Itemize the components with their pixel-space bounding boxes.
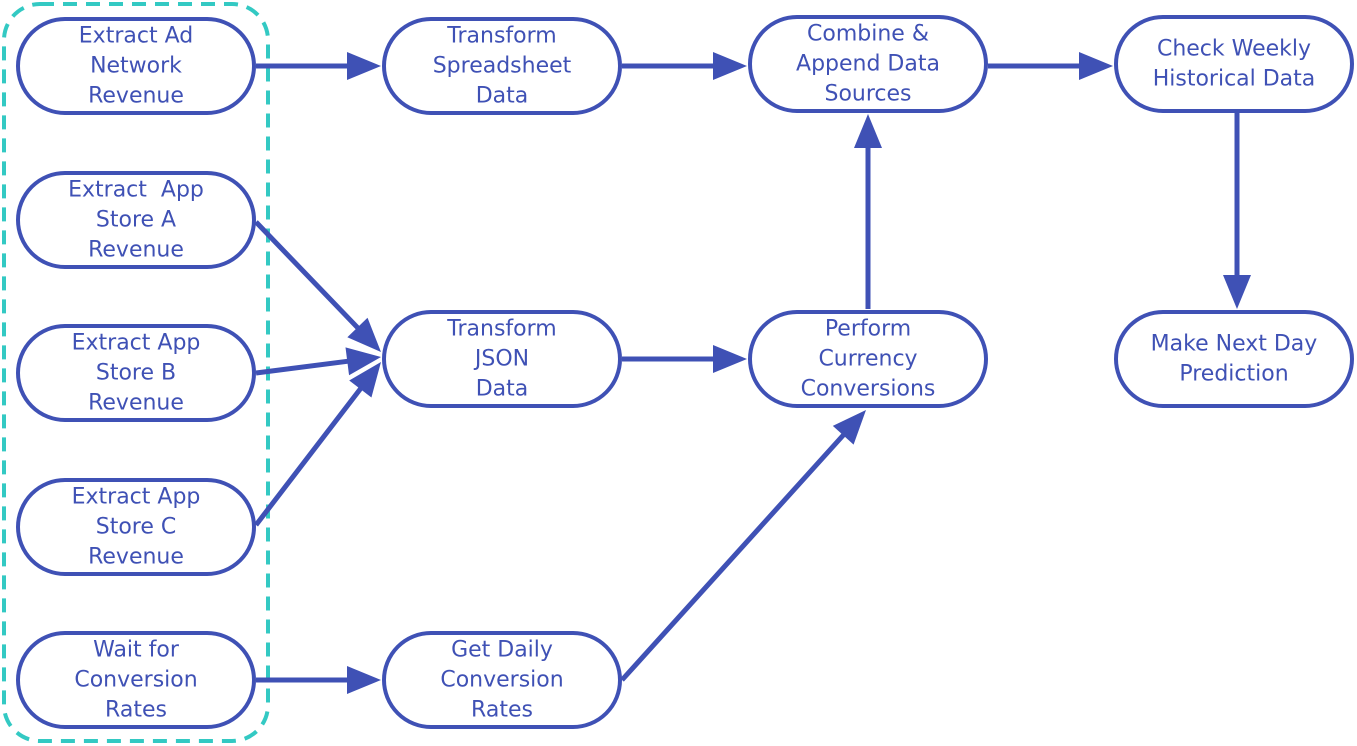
arrowhead-icon	[1079, 52, 1113, 80]
node-label-line: Store B	[96, 361, 176, 386]
node-box	[16, 631, 256, 729]
arrowhead-icon	[347, 52, 381, 80]
edge-transform-json-to-currency-conversions	[622, 345, 747, 373]
node-box	[1114, 15, 1354, 113]
node-box	[748, 15, 988, 113]
node-label-line: Historical Data	[1153, 67, 1316, 92]
node-label-line: Extract Ad	[79, 24, 193, 49]
edge-check-weekly-to-next-day-prediction	[1223, 113, 1251, 309]
node-box	[382, 631, 622, 729]
edge-line	[620, 432, 847, 682]
node-box	[382, 310, 622, 408]
node-box	[1114, 310, 1354, 408]
edge-extract-app-store-c-to-transform-json	[254, 362, 381, 527]
node-label-line: Sources	[824, 82, 911, 107]
node-box	[748, 310, 988, 408]
edge-line	[254, 220, 361, 331]
node-label-line: Rates	[105, 698, 167, 723]
node-label-line: Conversion	[440, 668, 563, 693]
node-label-line: Data	[476, 84, 529, 109]
node-box	[382, 17, 622, 115]
node-label-line: Revenue	[88, 238, 184, 263]
edge-get-daily-conversion-to-currency-conversions	[620, 410, 866, 682]
edge-wait-conversion-rates-to-get-daily-conversion	[256, 666, 381, 694]
edge-line	[254, 385, 364, 527]
edge-line	[255, 358, 350, 376]
edge-combine-append-to-check-weekly	[988, 52, 1113, 80]
node-label-line: Revenue	[88, 391, 184, 416]
node-label-line: Prediction	[1179, 362, 1288, 387]
edge-extract-ad-network-to-transform-spreadsheet	[256, 52, 381, 80]
arrowhead-icon	[713, 345, 747, 373]
node-label-line: Network	[90, 54, 182, 79]
arrowhead-icon	[347, 317, 381, 352]
node-label-line: Extract App	[72, 331, 201, 356]
node-label-line: Check Weekly	[1157, 37, 1311, 62]
node-label-line: Wait for	[93, 638, 180, 663]
edge-currency-conversions-to-combine-append	[854, 114, 882, 309]
node-label-line: Combine &	[807, 22, 929, 47]
node-box	[16, 17, 256, 115]
arrowhead-icon	[347, 666, 381, 694]
node-label-line: Store C	[96, 515, 177, 540]
node-label-line: Get Daily	[451, 638, 553, 663]
node-label-line: Revenue	[88, 545, 184, 570]
node-label-line: Perform	[825, 317, 911, 342]
node-box	[16, 324, 256, 422]
node-label-line: Data	[476, 377, 529, 402]
arrowhead-icon	[854, 114, 882, 148]
node-label-line: Revenue	[88, 84, 184, 109]
arrowhead-icon	[832, 410, 866, 445]
node-label-line: Conversion	[74, 668, 197, 693]
node-label-line: Store A	[96, 208, 176, 233]
node-label-line: Currency	[818, 347, 917, 372]
node-box	[16, 478, 256, 576]
node-label-line: Rates	[471, 698, 533, 723]
arrowhead-icon	[1223, 275, 1251, 309]
node-label-line: Transform	[446, 317, 556, 342]
arrowhead-icon	[713, 52, 747, 80]
node-label-line: Append Data	[796, 52, 940, 77]
node-label-line: Extract App	[68, 178, 204, 203]
node-label-line: Make Next Day	[1151, 332, 1318, 357]
arrowhead-icon	[345, 347, 381, 376]
edge-extract-app-store-b-to-transform-json	[255, 347, 381, 376]
node-label-line: JSON	[473, 347, 529, 372]
edge-extract-app-store-a-to-transform-json	[254, 220, 381, 352]
node-label-line: Extract App	[72, 485, 201, 510]
node-label-line: Conversions	[801, 377, 936, 402]
edges-layer	[254, 52, 1251, 694]
node-box	[16, 171, 256, 269]
node-label-line: Transform	[446, 24, 556, 49]
edge-transform-spreadsheet-to-combine-append	[622, 52, 747, 80]
node-label-line: Spreadsheet	[433, 54, 572, 79]
arrowhead-icon	[349, 362, 381, 398]
